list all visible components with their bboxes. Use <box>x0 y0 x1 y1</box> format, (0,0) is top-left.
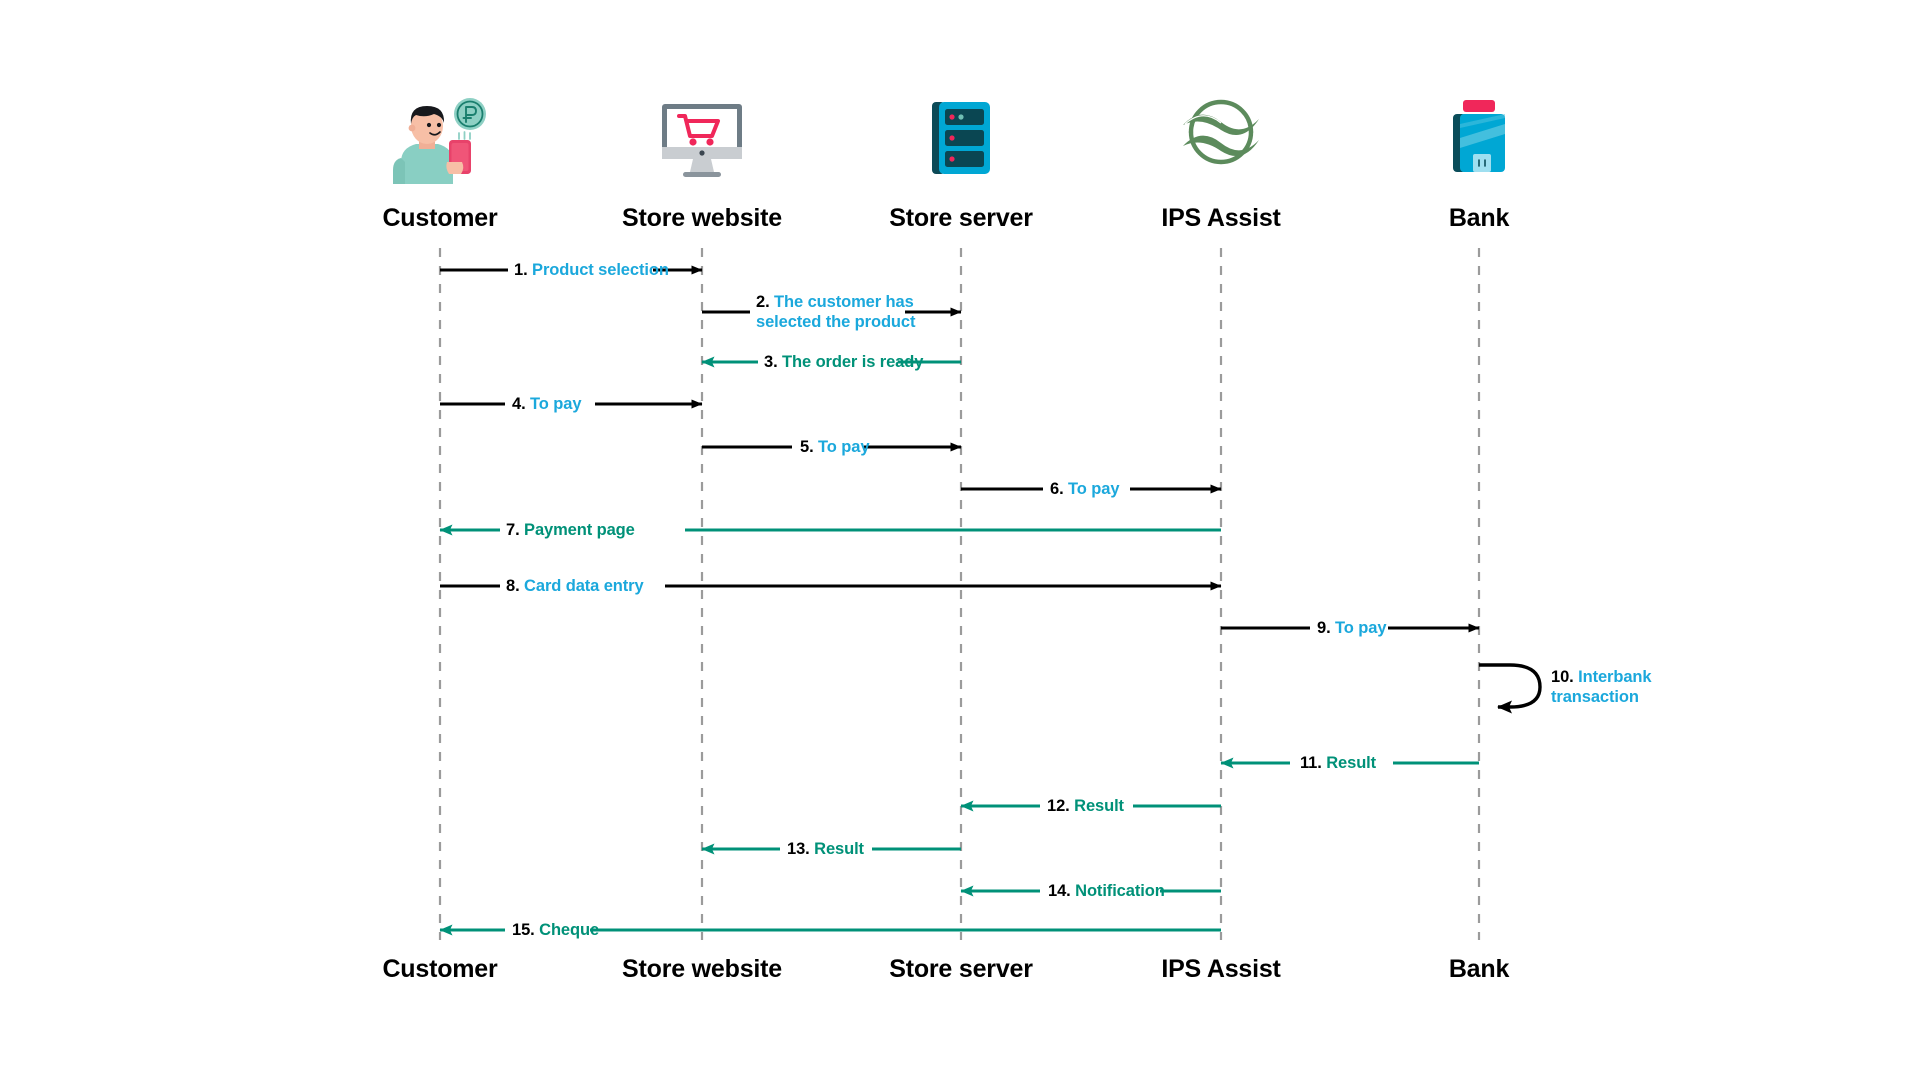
message-number-3: 3. <box>764 353 778 371</box>
message-text-5: To pay <box>818 438 870 456</box>
message-number-2: 2. <box>756 293 770 311</box>
message-number-9: 9. <box>1317 619 1331 637</box>
actor-title-bottom-ips-assist: IPS Assist <box>1161 955 1281 983</box>
message-label-6: 6. To pay <box>1050 479 1120 499</box>
message-arrow-10-self-loop <box>1479 663 1542 714</box>
message-label-10: 10. Interbank transaction <box>1551 667 1652 707</box>
message-number-12: 12. <box>1047 797 1070 815</box>
message-text-15: Cheque <box>539 921 600 939</box>
actor-title-bottom-store-website: Store website <box>622 955 782 983</box>
message-number-14: 14. <box>1048 882 1071 900</box>
message-number-8: 8. <box>506 577 520 595</box>
message-number-11: 11. <box>1300 754 1322 772</box>
message-text-8: Card data entry <box>524 577 644 595</box>
actor-title-top-bank: Bank <box>1448 204 1510 232</box>
message-text-12: Result <box>1074 797 1124 815</box>
actor-title-bottom-store-server: Store server <box>889 955 1033 983</box>
actor-title-top-store-server: Store server <box>889 204 1033 232</box>
message-label-4: 4. To pay <box>512 394 582 414</box>
message-text-2: The customer has selected the product <box>756 293 916 331</box>
customer-avatar-icon <box>385 96 495 184</box>
message-text-1: Product selection <box>532 261 669 279</box>
desktop-cart-icon <box>660 102 744 180</box>
message-text-14: Notification <box>1075 882 1165 900</box>
actor-title-top-customer: Customer <box>382 204 498 232</box>
server-rack-icon <box>930 100 992 176</box>
message-label-12: 12. Result <box>1047 796 1124 816</box>
message-number-7: 7. <box>506 521 520 539</box>
bank-building-icon <box>1449 100 1509 176</box>
ips-assist-leaf-logo-icon <box>1179 92 1263 172</box>
message-label-8: 8. Card data entry <box>506 576 644 596</box>
message-text-9: To pay <box>1335 619 1387 637</box>
message-number-15: 15. <box>512 921 535 939</box>
message-text-4: To pay <box>530 395 582 413</box>
message-label-11: 11. Result <box>1300 753 1376 773</box>
actor-title-top-ips-assist: IPS Assist <box>1161 204 1281 232</box>
message-text-13: Result <box>814 840 864 858</box>
message-number-1: 1. <box>514 261 528 279</box>
message-text-11: Result <box>1326 754 1377 772</box>
message-label-13: 13. Result <box>787 839 864 859</box>
message-label-1: 1. Product selection <box>514 260 669 280</box>
message-text-6: To pay <box>1068 480 1120 498</box>
message-text-7: Payment page <box>524 521 635 539</box>
actor-title-bottom-customer: Customer <box>382 955 498 983</box>
message-label-2: 2. The customer has selected the product <box>756 292 915 332</box>
actor-title-top-store-website: Store website <box>622 204 782 232</box>
message-label-5: 5. To pay <box>800 437 870 457</box>
message-label-9: 9. To pay <box>1317 618 1387 638</box>
message-label-3: 3. The order is ready <box>764 352 923 372</box>
message-label-7: 7. Payment page <box>506 520 635 540</box>
message-number-4: 4. <box>512 395 526 413</box>
message-text-10: Interbank transaction <box>1551 668 1652 706</box>
message-number-13: 13. <box>787 840 810 858</box>
message-text-3: The order is ready <box>782 353 924 371</box>
message-number-10: 10. <box>1551 668 1574 686</box>
message-label-15: 15. Cheque <box>512 920 599 940</box>
actor-title-bottom-bank: Bank <box>1448 955 1510 983</box>
message-label-14: 14. Notification <box>1048 881 1165 901</box>
message-number-6: 6. <box>1050 480 1064 498</box>
message-number-5: 5. <box>800 438 814 456</box>
